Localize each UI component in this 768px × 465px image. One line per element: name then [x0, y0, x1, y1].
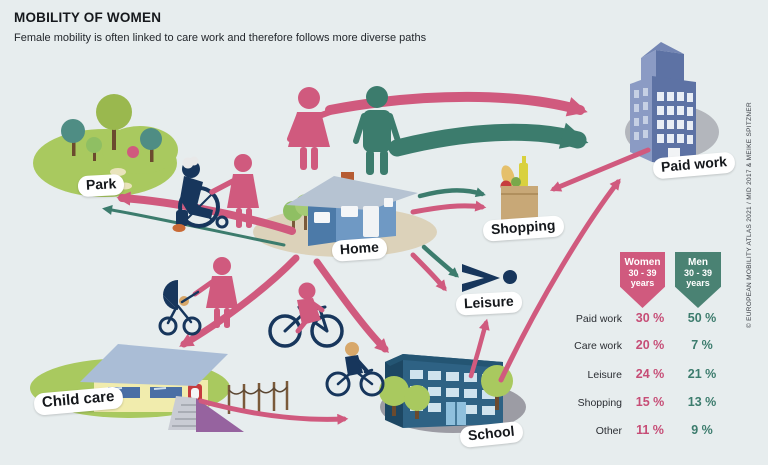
tree-icon	[61, 119, 85, 143]
wheelchair-pair-figure	[172, 154, 259, 232]
tree-icon	[404, 385, 430, 411]
roof-icon	[286, 176, 418, 210]
tree-icon	[86, 137, 102, 153]
label-home: Home	[331, 237, 388, 262]
trip-arrows	[102, 91, 651, 425]
door-icon	[363, 206, 379, 237]
arrow-women-school-to-leisure	[468, 318, 490, 379]
woman-figure	[287, 87, 333, 170]
swimmer-icon	[462, 264, 517, 292]
page-subtitle: Female mobility is often linked to care …	[14, 32, 427, 44]
arrow-women-paid-work-to-shopping	[549, 147, 651, 192]
arrow-men-home-to-paid-work	[388, 122, 589, 157]
arrow-women-home-to-school	[313, 258, 389, 353]
source-credit: © EUROPEAN MOBILITY ATLAS 2021 / MID 201…	[746, 101, 753, 329]
child-care-illustration	[30, 344, 289, 432]
shopping-bag-icon	[500, 156, 538, 226]
arrow-women-child-care-to-school	[198, 398, 349, 425]
home-illustration	[253, 172, 437, 257]
arrow-women-home-to-shopping	[410, 200, 487, 215]
paid-work-illustration	[625, 42, 719, 168]
heading-block: MOBILITY OF WOMEN Female mobility is oft…	[14, 10, 426, 44]
stroller-woman-figure	[158, 257, 238, 336]
child-cyclist-figure	[325, 342, 385, 397]
label-leisure: Leisure	[455, 291, 523, 316]
arrow-women-home-to-paid-work	[325, 91, 588, 117]
tree-icon	[96, 94, 132, 130]
arrow-women-home-to-child-care	[179, 254, 300, 348]
arrow-women-home-to-leisure	[410, 252, 447, 292]
tree-icon	[379, 376, 409, 406]
child-head	[345, 342, 359, 356]
tree-icon	[140, 128, 162, 150]
park-illustration	[33, 94, 178, 197]
arrow-men-home-to-leisure	[421, 244, 459, 278]
slide-icon	[196, 398, 244, 432]
shoe-icon	[172, 224, 186, 232]
woman-cyclist-figure	[268, 282, 344, 348]
label-park: Park	[77, 173, 125, 197]
bush-icon	[127, 146, 139, 158]
school-illustration	[379, 354, 526, 433]
arrow-men-home-to-shopping	[417, 187, 486, 199]
arrow-women-school-to-paid-work	[498, 178, 621, 383]
stroller-canopy-icon	[163, 280, 178, 310]
man-figure	[353, 86, 401, 175]
page-title: MOBILITY OF WOMEN	[14, 10, 162, 25]
roof-icon	[80, 344, 228, 386]
